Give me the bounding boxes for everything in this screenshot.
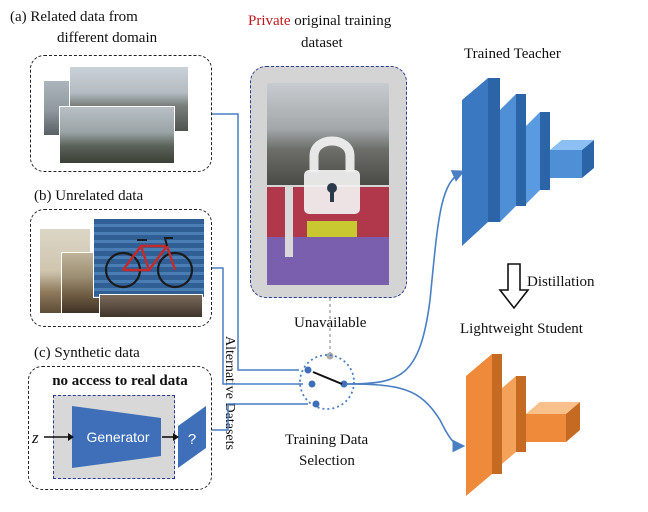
arrow-to-teacher [345,170,465,385]
selection-caption-line1: Training Data [285,432,369,448]
unknown-output-mark: ? [188,431,196,448]
street-photo-front [59,106,175,164]
selector-switch [299,354,355,410]
panel-c-label: (c) Synthetic data [34,345,140,361]
private-highlight: Private [248,13,291,29]
generator-block [72,406,161,468]
teacher-network-icon [462,78,594,246]
switch-lever [312,371,343,385]
student-network-icon [466,354,580,496]
line-related-data [212,113,299,371]
arrow-to-student [345,383,466,453]
student-label: Lightweight Student [460,321,583,337]
line-unrelated-data [212,267,303,385]
private-dataset-card [250,66,407,298]
teacher-label: Trained Teacher [464,46,561,62]
panel-a-label-line2: different domain [57,30,158,46]
private-dataset-title-line2: dataset [301,35,343,51]
noise-variable-z: z [32,428,39,447]
bicycle-icon [104,237,194,289]
rails-photo [99,294,203,318]
related-data-box [30,55,212,172]
no-access-note: no access to real data [52,373,188,389]
generated-output-block [178,406,206,468]
panel-a-label-line1: (a) Related data from [10,9,138,25]
selection-caption-line2: Selection [299,453,355,469]
lock-icon [304,136,360,214]
synthetic-data-box [28,366,212,490]
unrelated-data-box [30,209,212,327]
line-synthetic-data [212,403,308,431]
generator-label: Generator [86,429,149,445]
private-title-rest: original training [290,13,392,29]
distillation-label: Distillation [527,274,595,290]
private-dataset-title-line1: Private original training [248,12,391,30]
cityscape-photo [267,83,389,185]
panel-b-label: (b) Unrelated data [34,188,144,204]
distillation-arrow-icon [498,263,530,310]
